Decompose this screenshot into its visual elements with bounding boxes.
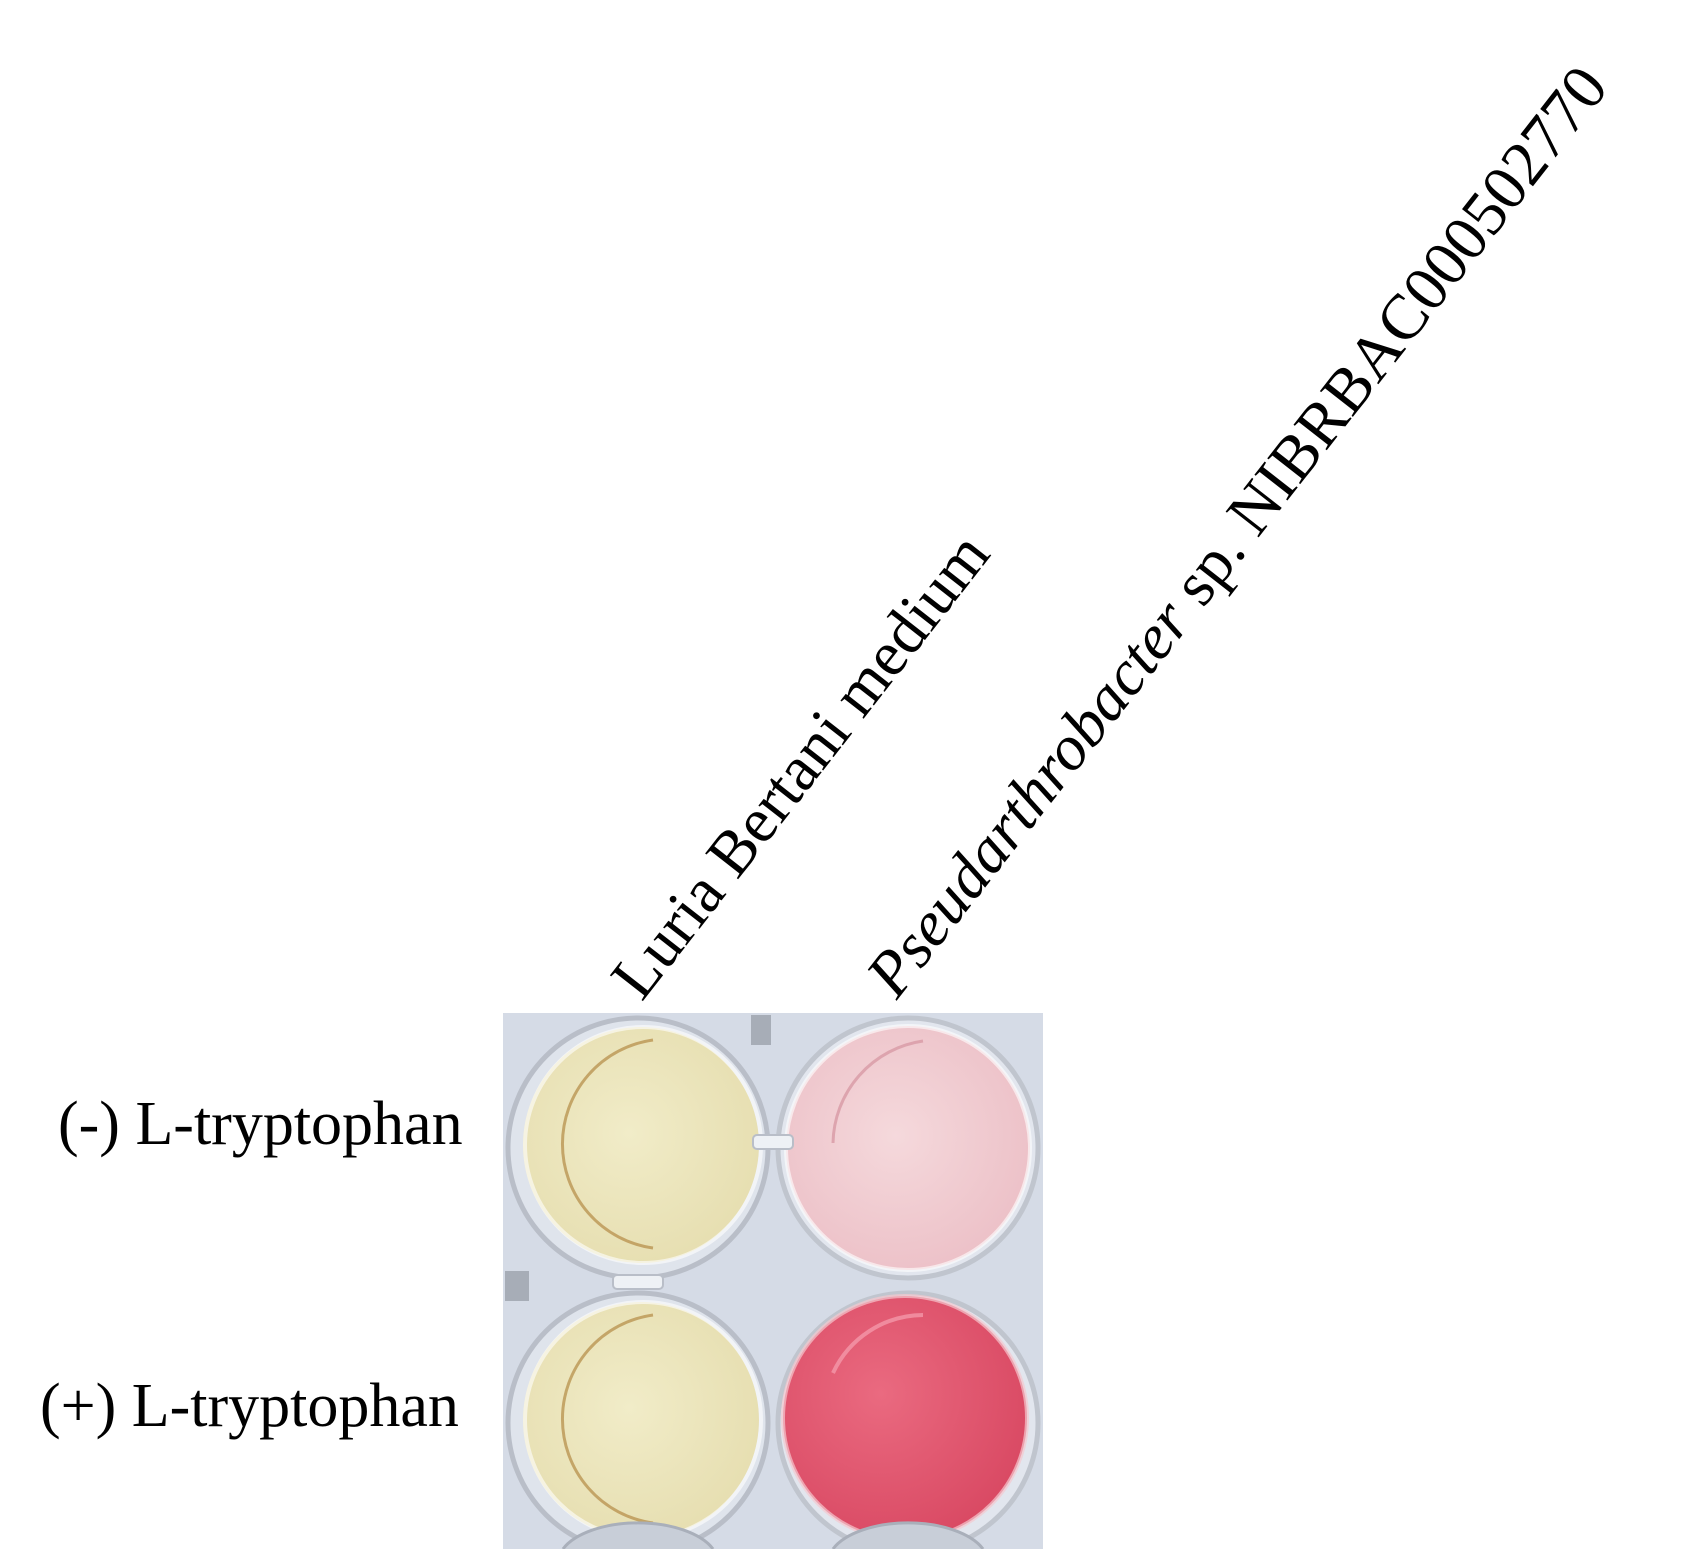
well-medium-minus [505, 1015, 771, 1281]
column-label-strain: Pseudarthrobacter sp. NIBRBAC000502770 [852, 52, 1622, 1010]
row-label-plus-tryptophan: (+) L-tryptophan [40, 1372, 459, 1440]
well-plate-photo [503, 1013, 1043, 1549]
plate-tab-left [505, 1271, 529, 1301]
well-plate-graphic [503, 1013, 1043, 1549]
well-strain-plus [775, 1290, 1041, 1549]
partial-well-bottom-left [561, 1521, 715, 1549]
plate-clip-middle [612, 1274, 664, 1290]
strain-suffix: sp. NIBRBAC000502770 [1148, 52, 1622, 631]
plate-clip-top [752, 1134, 794, 1150]
well-medium-plus [505, 1290, 771, 1549]
row-label-minus-tryptophan: (-) L-tryptophan [58, 1090, 463, 1158]
plate-tab-top [751, 1015, 771, 1045]
partial-well-bottom-right [831, 1521, 985, 1549]
well-strain-minus [775, 1015, 1041, 1281]
